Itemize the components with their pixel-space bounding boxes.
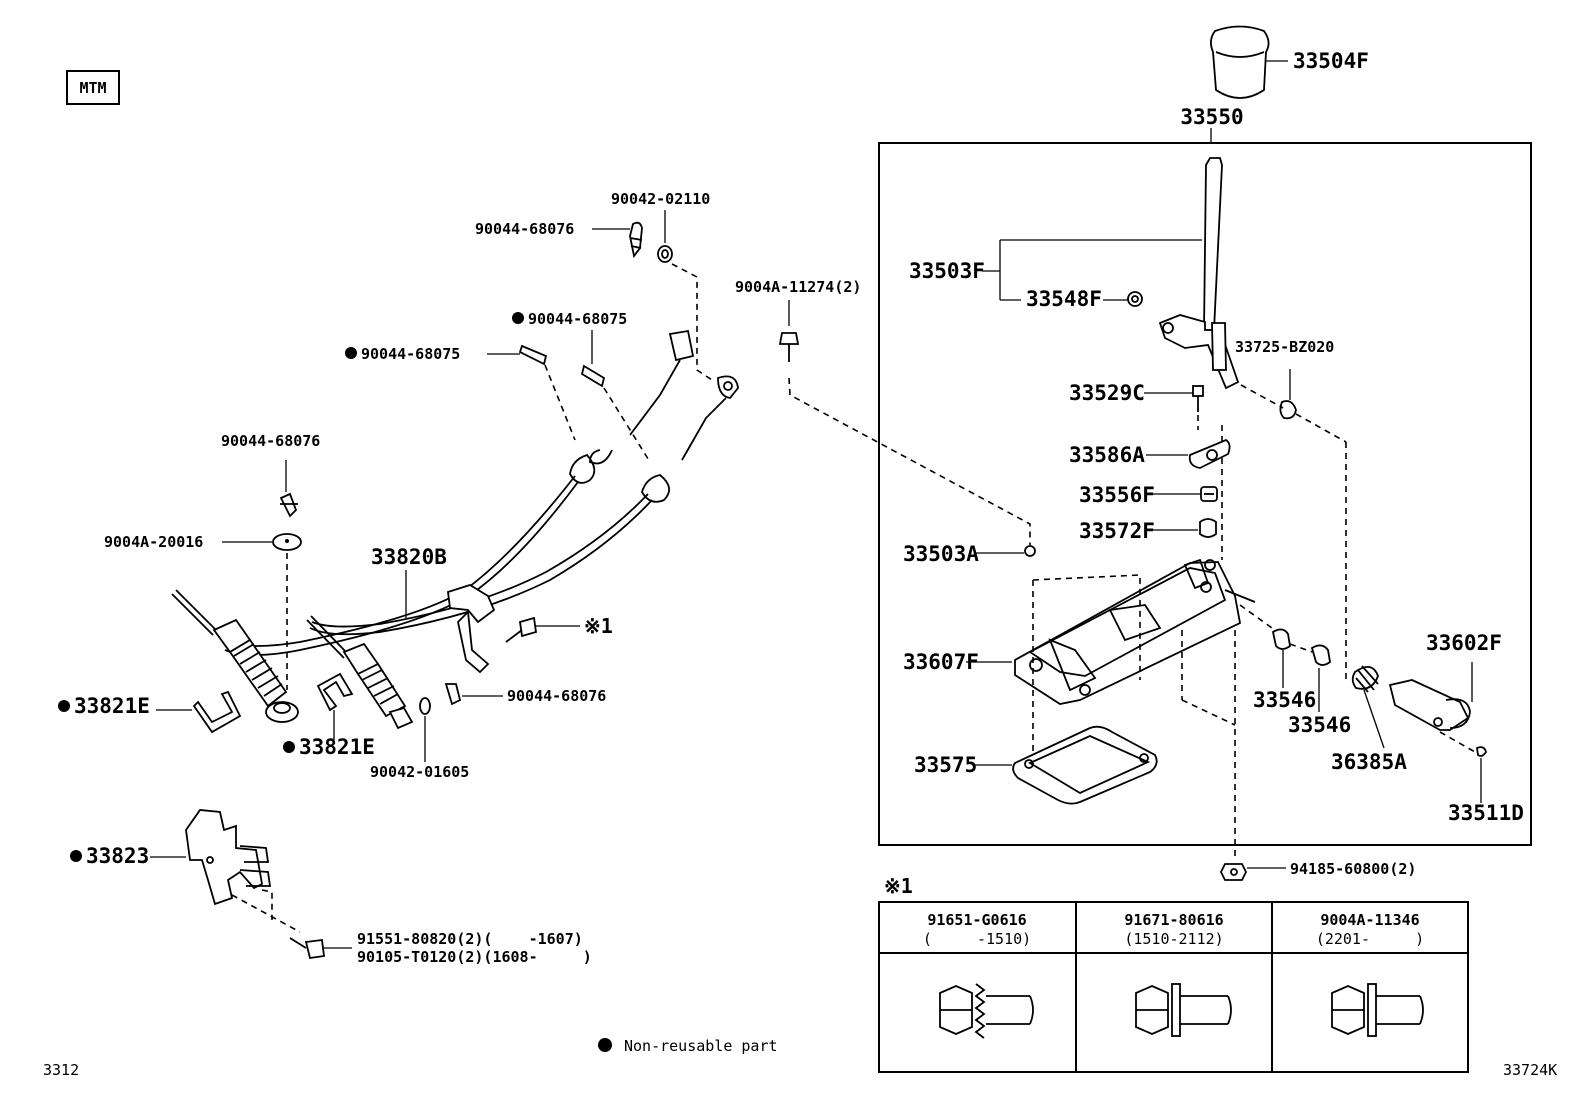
label-pin-68076-left: 90044-68076 (221, 432, 320, 450)
label-bush2: 33546 (1288, 713, 1351, 737)
label-plate-33586a: 33586A (1069, 443, 1145, 467)
label-housing: 33607F (903, 650, 979, 674)
label-nut-33503a: 33503A (903, 542, 979, 566)
label-bolt-80820: 91551-80820(2)( -1607) (357, 930, 583, 948)
shift-knob-drawing (1210, 25, 1288, 99)
shift-lever-assembly-box (878, 142, 1532, 846)
clip-33821e-a-drawing (192, 690, 242, 734)
seat-33556f-drawing (1200, 486, 1218, 502)
cable-end-1-drawing (171, 589, 299, 723)
label-lever-33602f: 33602F (1426, 631, 1502, 655)
label-bolt-t0120: 90105-T0120(2)(1608- ) (357, 948, 592, 966)
label-clip-33821e-a: 33821E (74, 694, 150, 718)
label-pin-68076-right: 90044-68076 (507, 687, 606, 705)
label-bolt-ref: ※1 (584, 614, 613, 638)
pin-68076-left-drawing (279, 492, 298, 518)
label-seat-33572f: 33572F (1079, 519, 1155, 543)
legend-text: Non-reusable part (624, 1037, 778, 1055)
table-note-ref: ※1 (884, 874, 913, 898)
mtm-tag-text: MTM (79, 79, 106, 97)
clip-33821e-b-drawing (316, 672, 354, 712)
gasket-33575-drawing (1012, 725, 1158, 805)
pin-68075-a-drawing (518, 344, 548, 366)
table-bolt-1-drawing (939, 983, 1034, 1039)
label-lever-bushing: 33548F (1026, 287, 1102, 311)
bush-33546-b-drawing (1310, 644, 1331, 666)
bracket-33823-drawing (185, 809, 272, 906)
label-seat-33556f: 33556F (1079, 483, 1155, 507)
table-col1-range: ( -1510) (923, 930, 1031, 948)
label-knob: 33504F (1293, 49, 1369, 73)
table-col3-part: 9004A-11346 (1320, 911, 1419, 929)
label-pin-68075-b: 90044-68075 (361, 345, 460, 363)
nut-94185-drawing (1219, 863, 1248, 881)
cable-end-2-drawing (306, 615, 414, 730)
bolt-table: 91651-G0616 ( -1510) 91671-80616 (1510-2… (878, 901, 1469, 1073)
label-washer-01605: 90042-01605 (370, 763, 469, 781)
label-clip-33511d: 33511D (1448, 801, 1524, 825)
bushing-bz020-drawing (1279, 400, 1297, 420)
table-col3-range: (2201- ) (1316, 930, 1424, 948)
mtm-tag: MTM (66, 70, 120, 105)
non-reusable-dot-33823 (70, 850, 82, 862)
non-reusable-dot-33821e-b (283, 741, 295, 753)
clip-33511d-drawing (1476, 746, 1487, 757)
bolt-33529c-drawing (1192, 385, 1204, 412)
pin-68076-top-drawing (629, 221, 643, 259)
pin-68075-b-drawing (580, 364, 606, 388)
label-nut-94185: 94185-60800(2) (1290, 860, 1416, 878)
table-col1-part: 91651-G0616 (927, 911, 1026, 929)
bolt-9004a-11274-drawing (778, 332, 800, 362)
label-bracket: 33823 (86, 844, 149, 868)
pin-68076-right-drawing (444, 683, 462, 706)
washer-20016-drawing (272, 533, 302, 551)
non-reusable-dot-68075-b (345, 347, 357, 359)
table-col2-range: (1510-2112) (1124, 930, 1223, 948)
shift-lever-drawing (1158, 157, 1240, 390)
bolt-80820-drawing (289, 937, 326, 960)
shift-cable-2-drawing (309, 375, 739, 636)
nut-33503a-drawing (1024, 545, 1036, 557)
label-spring-36385a: 36385A (1331, 750, 1407, 774)
pin-02110-drawing (657, 245, 673, 263)
non-reusable-dot-68075-a (512, 312, 524, 324)
bushing-33548f-drawing (1127, 291, 1143, 307)
non-reusable-dot-33821e-a (58, 700, 70, 712)
label-bz020: 33725-BZ020 (1235, 338, 1334, 356)
cable-clamp-drawing (447, 584, 496, 674)
washer-01605-drawing (419, 697, 431, 715)
label-cable: 33820B (371, 545, 447, 569)
table-bolt-3-drawing (1331, 983, 1424, 1037)
figure-id: 3312 (43, 1061, 79, 1079)
label-pin-68076-top: 90044-68076 (475, 220, 574, 238)
label-bolt-33529c: 33529C (1069, 381, 1145, 405)
table-col2-part: 91671-80616 (1124, 911, 1223, 929)
label-clip-33821e-b: 33821E (299, 735, 375, 759)
label-lever-assy: 33550 (1180, 105, 1243, 129)
drawing-id: 33724K (1503, 1061, 1557, 1079)
plate-33586a-drawing (1188, 438, 1231, 469)
label-bush1: 33546 (1253, 688, 1316, 712)
shift-cable-1-drawing (224, 329, 695, 656)
label-pin-68075-a: 90044-68075 (528, 310, 627, 328)
legend-dot (598, 1038, 612, 1052)
bolt-ref-drawing (505, 616, 538, 643)
lever-33602f-drawing (1388, 679, 1471, 731)
label-lever: 33503F (909, 259, 985, 283)
label-washer-20016: 9004A-20016 (104, 533, 203, 551)
seat-33572f-drawing (1199, 518, 1217, 538)
housing-33607f-drawing (1014, 558, 1256, 705)
table-bolt-2-drawing (1135, 983, 1232, 1037)
label-gasket: 33575 (914, 753, 977, 777)
label-pin-02110: 90042-02110 (611, 190, 710, 208)
spring-36385a-drawing (1351, 665, 1379, 693)
bush-33546-a-drawing (1271, 628, 1291, 650)
label-bolt-9004a-11274: 9004A-11274(2) (735, 278, 861, 296)
